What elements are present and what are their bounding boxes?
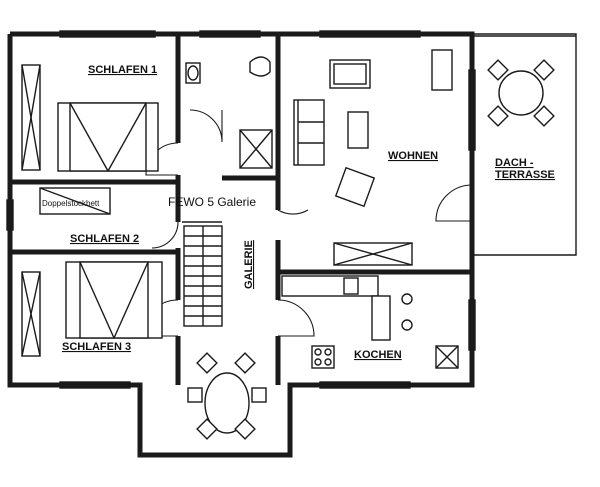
dining-area <box>187 352 267 440</box>
stairs <box>183 225 223 327</box>
room-wohnen: WOHNEN <box>293 49 453 266</box>
room-label-dachterrasse-1: DACH - <box>495 157 534 169</box>
terrace: DACH - TERRASSE <box>487 59 555 181</box>
room-label-dachterrasse-2: TERRASSE <box>495 169 555 181</box>
room-label-kochen: KOCHEN <box>354 349 402 361</box>
windows <box>6 30 476 389</box>
bunk-bed-label: Doppelstockbett <box>42 199 100 208</box>
room-label-galerie: GALERIE <box>243 240 255 289</box>
room-label-wohnen: WOHNEN <box>388 150 438 162</box>
room-label-schlafen-2: SCHLAFEN 2 <box>70 233 139 245</box>
room-kochen: KOCHEN <box>281 275 459 369</box>
room-schlafen-2: Doppelstockbett SCHLAFEN 2 <box>39 187 139 245</box>
room-schlafen-3: SCHLAFEN 3 <box>21 261 163 357</box>
interior-walls <box>10 34 472 385</box>
plan-title: FEWO 5 Galerie <box>168 195 256 209</box>
room-bathroom <box>185 56 273 169</box>
outer-walls <box>7 31 577 458</box>
room-label-schlafen-3: SCHLAFEN 3 <box>62 341 131 353</box>
room-label-schlafen-1: SCHLAFEN 1 <box>88 64 157 76</box>
room-schlafen-1: SCHLAFEN 1 <box>21 64 159 172</box>
